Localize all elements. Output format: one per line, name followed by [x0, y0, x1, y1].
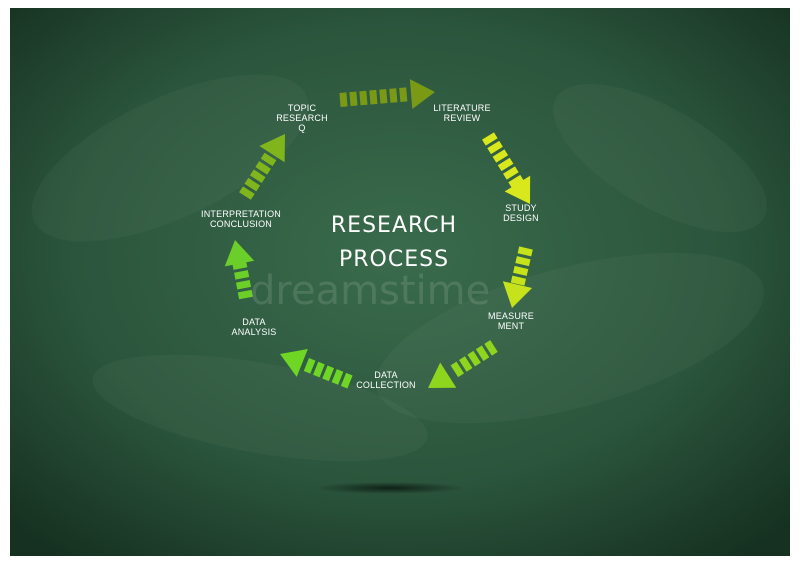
- cycle-arrow: [224, 239, 255, 300]
- cycle-arrow: [427, 340, 498, 388]
- step-label-line: DATA: [242, 317, 265, 327]
- arrow-segment: [237, 289, 253, 300]
- cycle-arrow: [482, 132, 531, 204]
- research-process-diagram: dreamstime RESEARCH PROCESS TOPICRESEARC…: [10, 8, 790, 556]
- cycle-arrow: [502, 246, 533, 308]
- arrow-segment: [517, 246, 533, 257]
- arrow-segment: [339, 92, 348, 107]
- step-label-line: INTERPRETATION: [201, 209, 281, 219]
- arrow-segment: [503, 166, 519, 180]
- arrow-segment: [369, 89, 378, 105]
- arrow-segment: [331, 369, 344, 385]
- arrow-segment: [484, 340, 498, 356]
- step-label-line: MENT: [498, 321, 525, 331]
- step-labels: TOPICRESEARCHQLITERATUREREVIEWSTUDYDESIG…: [201, 103, 539, 390]
- arrow-segment: [349, 91, 358, 107]
- arrow-segment: [475, 345, 490, 362]
- step-label-line: LITERATURE: [433, 103, 490, 113]
- arrow-segment: [459, 356, 473, 372]
- arrow-segment: [508, 174, 524, 189]
- arrow-head: [224, 239, 255, 267]
- arrow-head: [502, 281, 533, 308]
- arrow-segment: [497, 157, 514, 172]
- arrow-segment: [239, 186, 255, 200]
- floor-shadow: [315, 482, 465, 494]
- arrow-segment: [303, 358, 316, 374]
- step-label-line: REVIEW: [444, 113, 481, 123]
- arrow-head: [409, 79, 436, 109]
- arrow-segment: [322, 365, 335, 382]
- arrow-segment: [467, 350, 481, 367]
- arrow-head: [504, 175, 531, 204]
- arrow-segment: [249, 169, 266, 183]
- cycle-arrows: [224, 79, 533, 389]
- cycle-arrow: [339, 79, 436, 109]
- step-label-line: RESEARCH: [276, 113, 328, 123]
- step-label-line: MEASURE: [488, 311, 534, 321]
- arrow-head: [259, 133, 286, 163]
- step-label-line: STUDY: [505, 203, 537, 213]
- arrow-segment: [515, 256, 531, 267]
- arrow-segment: [379, 89, 388, 104]
- arrow-segment: [313, 361, 325, 378]
- diagram-title-line-2: PROCESS: [339, 247, 449, 272]
- arrow-segment: [510, 275, 526, 286]
- step-label-line: DATA: [374, 370, 397, 380]
- board-background: [10, 8, 790, 556]
- diagram-title-line-1: RESEARCH: [331, 213, 457, 238]
- arrow-segment: [450, 361, 465, 378]
- arrow-segment: [255, 161, 271, 175]
- arrow-segment: [389, 88, 398, 103]
- arrow-segment: [482, 132, 498, 146]
- arrow-segment: [244, 177, 261, 192]
- cycle-arrow: [279, 348, 353, 389]
- step-label-line: TOPIC: [288, 103, 317, 113]
- arrow-segment: [340, 372, 353, 389]
- arrow-segment: [487, 140, 503, 155]
- arrow-head: [427, 362, 457, 388]
- step-label-line: COLLECTION: [356, 380, 416, 390]
- arrow-segment: [492, 149, 509, 163]
- arrow-segment: [513, 265, 529, 276]
- step-label-line: DESIGN: [503, 213, 539, 223]
- arrow-head: [279, 348, 308, 377]
- cycle-arrow: [239, 133, 286, 200]
- step-label-line: Q: [298, 123, 305, 133]
- arrow-segment: [234, 270, 250, 280]
- arrow-segment: [359, 90, 368, 106]
- arrow-segment: [235, 279, 252, 290]
- arrow-segment: [399, 87, 408, 102]
- arrow-segment: [260, 152, 277, 167]
- step-label-line: ANALYSIS: [232, 327, 277, 337]
- step-label-line: CONCLUSION: [210, 219, 272, 229]
- watermark: dreamstime: [250, 268, 490, 314]
